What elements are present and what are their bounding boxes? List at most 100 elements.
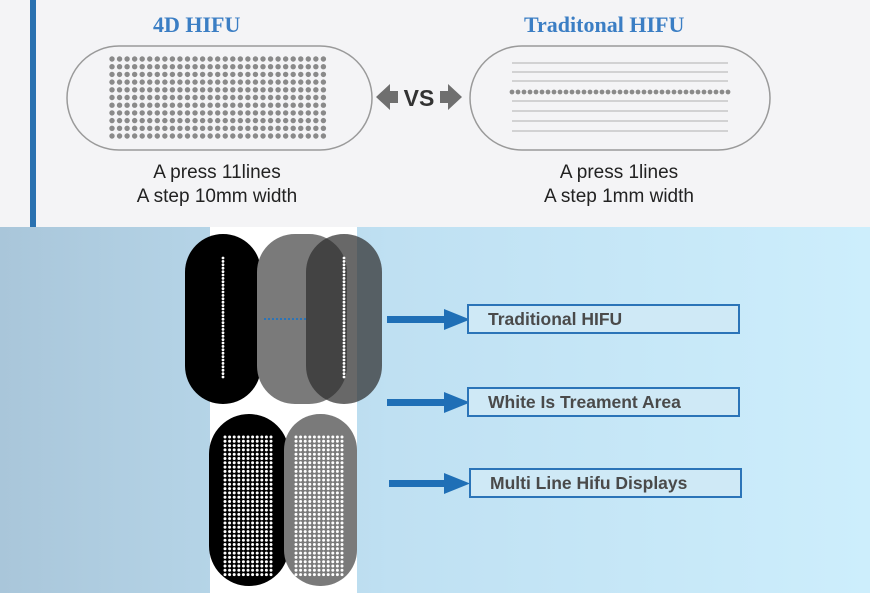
dot — [237, 474, 241, 478]
dot — [237, 521, 241, 525]
dot — [264, 461, 268, 465]
dot — [317, 452, 321, 456]
dot — [184, 102, 191, 108]
dot — [290, 56, 296, 62]
dot — [246, 474, 250, 478]
dot — [282, 63, 289, 70]
dot — [335, 538, 339, 542]
dot — [312, 452, 316, 456]
dot — [303, 547, 307, 551]
dot — [322, 435, 326, 439]
dot — [230, 63, 236, 70]
dot — [251, 439, 255, 443]
dot — [335, 560, 339, 564]
dot — [303, 491, 307, 495]
dot — [326, 508, 330, 512]
dot — [322, 530, 326, 534]
dot — [246, 452, 250, 456]
dot — [199, 110, 206, 116]
dot — [294, 500, 298, 503]
dot — [299, 534, 303, 538]
dot — [246, 482, 250, 486]
dot — [340, 448, 344, 452]
dot — [251, 534, 255, 538]
dot — [342, 317, 346, 321]
dot — [199, 117, 206, 124]
dot — [232, 500, 236, 503]
dot — [245, 125, 251, 131]
dot — [232, 474, 236, 478]
dot — [260, 560, 264, 564]
dot — [317, 457, 321, 460]
dot — [260, 87, 266, 93]
dot — [264, 465, 268, 469]
dot — [335, 517, 339, 521]
dot — [312, 474, 316, 478]
dot — [342, 324, 346, 328]
dot — [340, 521, 344, 525]
dot — [317, 508, 321, 512]
dot — [139, 79, 145, 85]
dot — [331, 478, 335, 482]
dot — [322, 534, 326, 538]
dot — [169, 102, 176, 108]
dot — [695, 89, 701, 95]
dot — [299, 495, 303, 499]
dot — [232, 448, 236, 452]
dot — [303, 495, 307, 499]
dot — [260, 525, 264, 529]
dot — [317, 573, 321, 577]
dot — [230, 117, 236, 124]
dot — [241, 504, 245, 508]
dot — [162, 102, 168, 108]
dot — [246, 491, 250, 495]
dot — [139, 63, 145, 70]
dot — [116, 94, 123, 101]
dot — [326, 521, 330, 525]
dot — [322, 525, 326, 529]
dot — [322, 461, 326, 465]
dot — [232, 564, 236, 568]
dot — [260, 94, 266, 101]
dot — [169, 110, 176, 116]
dot — [232, 560, 236, 564]
dot — [267, 71, 274, 78]
dot — [294, 478, 298, 482]
dot — [245, 56, 251, 62]
dot — [335, 461, 339, 465]
dot — [246, 530, 250, 534]
dot — [303, 525, 307, 529]
dot — [322, 469, 326, 473]
dot — [282, 102, 289, 108]
dot — [237, 125, 244, 131]
dot — [269, 482, 273, 486]
dot — [252, 117, 259, 124]
dot — [260, 500, 264, 503]
dot — [647, 89, 653, 95]
dot — [335, 444, 339, 448]
dot — [222, 110, 228, 116]
dot — [221, 338, 225, 341]
accent-bar — [30, 0, 36, 227]
dot — [335, 452, 339, 456]
dot — [342, 341, 346, 345]
dot — [299, 512, 303, 516]
dot — [275, 87, 281, 93]
dot — [269, 448, 273, 452]
dot — [719, 89, 725, 95]
dot — [245, 87, 251, 93]
dot — [221, 270, 225, 273]
dot — [228, 573, 232, 577]
dot — [237, 71, 244, 78]
dot — [255, 487, 259, 491]
dot — [207, 117, 213, 124]
dot — [340, 439, 344, 443]
dot — [267, 110, 274, 116]
dot — [264, 500, 268, 503]
dot — [228, 517, 232, 521]
dot — [264, 521, 268, 525]
dot — [147, 71, 153, 78]
dot — [237, 117, 244, 124]
dot — [241, 525, 245, 529]
dot — [154, 133, 160, 139]
